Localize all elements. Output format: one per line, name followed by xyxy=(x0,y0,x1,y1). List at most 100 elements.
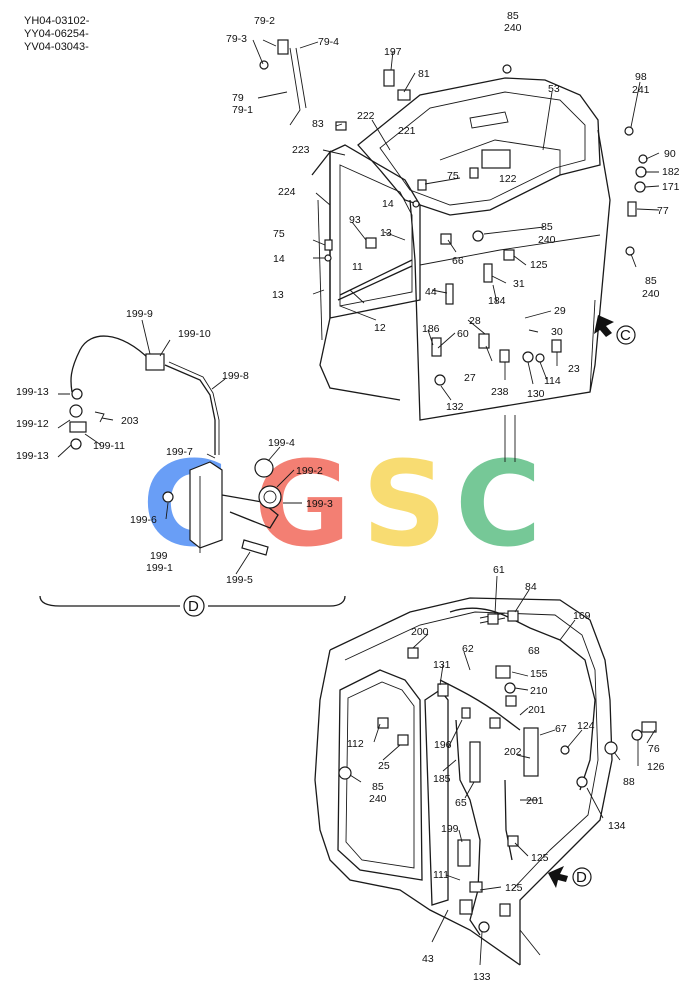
label-199-11: 199-11 xyxy=(93,440,125,452)
label-199-3: 199-3 xyxy=(306,498,333,510)
label-79-4: 79-4 xyxy=(318,36,339,48)
label-223: 223 xyxy=(292,144,310,156)
label-13-upper: 13 xyxy=(380,227,392,239)
label-126: 126 xyxy=(647,761,665,773)
label-12: 12 xyxy=(374,322,386,334)
label-199-10: 199-10 xyxy=(178,328,211,340)
label-171: 171 xyxy=(662,181,680,193)
label-27: 27 xyxy=(464,372,476,384)
label-238: 238 xyxy=(491,386,509,398)
label-184: 184 xyxy=(488,295,506,307)
lower-cab-drawing: D xyxy=(314,575,657,966)
label-31: 31 xyxy=(513,278,525,290)
label-125-mid: 125 xyxy=(531,852,549,864)
serial-line-2: YY04-06254- xyxy=(24,28,89,40)
label-76: 76 xyxy=(648,743,660,755)
label-14-lower: 14 xyxy=(273,253,285,265)
label-44: 44 xyxy=(425,286,437,298)
label-25: 25 xyxy=(378,760,390,772)
view-d-label: D xyxy=(188,598,199,615)
label-28: 28 xyxy=(469,315,481,327)
label-90: 90 xyxy=(664,148,676,160)
label-169: 169 xyxy=(573,610,591,622)
label-53: 53 xyxy=(548,83,560,95)
label-85-mid: 85 xyxy=(541,221,553,233)
label-240-top: 240 xyxy=(504,22,522,34)
label-29: 29 xyxy=(554,305,566,317)
upper-cab-drawing: C xyxy=(252,39,660,462)
label-79-3: 79-3 xyxy=(226,33,247,45)
label-186: 186 xyxy=(422,323,440,335)
label-13-lower: 13 xyxy=(272,289,284,301)
label-134: 134 xyxy=(608,820,626,832)
label-155: 155 xyxy=(530,668,548,680)
label-85-right: 85 xyxy=(645,275,657,287)
detail-d-drawing: D xyxy=(39,319,346,617)
label-199-4: 199-4 xyxy=(268,437,295,449)
label-182: 182 xyxy=(662,166,680,178)
label-241: 241 xyxy=(632,84,650,96)
label-199-13-bottom: 199-13 xyxy=(16,450,49,462)
label-81: 81 xyxy=(418,68,430,80)
label-133: 133 xyxy=(473,971,491,983)
label-124: 124 xyxy=(577,720,595,732)
label-61: 61 xyxy=(493,564,505,576)
label-79: 79 xyxy=(232,92,244,104)
label-68: 68 xyxy=(528,645,540,657)
label-199-1: 199-1 xyxy=(146,562,173,574)
label-199-7: 199-7 xyxy=(166,446,193,458)
label-199-lower: 199 xyxy=(441,823,459,835)
label-77: 77 xyxy=(657,205,669,217)
label-75-lower: 75 xyxy=(273,228,285,240)
label-199-2: 199-2 xyxy=(296,465,323,477)
label-88: 88 xyxy=(623,776,635,788)
label-131: 131 xyxy=(433,659,451,671)
label-199-5: 199-5 xyxy=(226,574,253,586)
label-11: 11 xyxy=(352,261,363,273)
label-85-top: 85 xyxy=(507,10,519,22)
label-84: 84 xyxy=(525,581,537,593)
label-85-lower: 85 xyxy=(372,781,384,793)
label-114: 114 xyxy=(544,375,561,387)
label-125-lower: 125 xyxy=(505,882,523,894)
label-221: 221 xyxy=(398,125,416,137)
label-199-9: 199-9 xyxy=(126,308,153,320)
label-125-upper: 125 xyxy=(530,259,548,271)
label-201-lower: 201 xyxy=(526,795,544,807)
watermark-letter-s: S xyxy=(362,435,447,573)
label-240-lower: 240 xyxy=(369,793,387,805)
label-62: 62 xyxy=(462,643,474,655)
label-79-2: 79-2 xyxy=(254,15,275,27)
label-224: 224 xyxy=(278,186,296,198)
label-43: 43 xyxy=(422,953,434,965)
label-30: 30 xyxy=(551,326,563,338)
label-197: 197 xyxy=(384,46,402,58)
label-201-upper: 201 xyxy=(528,704,546,716)
label-93: 93 xyxy=(349,214,361,226)
label-199-8: 199-8 xyxy=(222,370,249,382)
label-130: 130 xyxy=(527,388,545,400)
label-112: 112 xyxy=(347,738,364,750)
label-60: 60 xyxy=(457,328,469,340)
label-222: 222 xyxy=(357,110,375,122)
label-199-13-top: 199-13 xyxy=(16,386,49,398)
view-d-marker: D xyxy=(576,869,587,886)
label-203: 203 xyxy=(121,415,139,427)
label-199-12: 199-12 xyxy=(16,418,49,430)
label-122: 122 xyxy=(499,173,517,185)
label-240-mid: 240 xyxy=(538,234,556,246)
label-185: 185 xyxy=(433,773,451,785)
label-132: 132 xyxy=(446,401,464,413)
label-199: 199 xyxy=(150,550,168,562)
label-196: 196 xyxy=(434,739,452,751)
label-79-1: 79-1 xyxy=(232,104,253,116)
label-202: 202 xyxy=(504,746,522,758)
label-65: 65 xyxy=(455,797,467,809)
label-23: 23 xyxy=(568,363,580,375)
lower-part-labels: 61 84 169 200 68 62 131 155 210 201 67 1… xyxy=(347,564,665,983)
label-210: 210 xyxy=(530,685,548,697)
label-98: 98 xyxy=(635,71,647,83)
label-240-right: 240 xyxy=(642,288,660,300)
